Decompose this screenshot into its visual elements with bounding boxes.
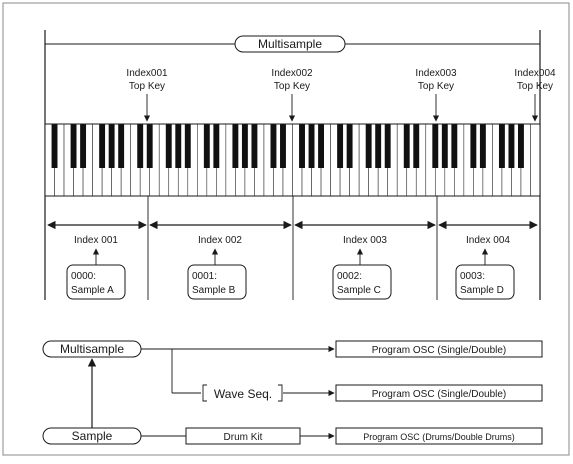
sample-box-c: 0002: Sample C [332,264,392,300]
black-key [241,124,248,168]
sample-box-b: 0001: Sample B [187,264,247,300]
black-key [203,124,210,168]
title-label: Multisample [258,37,322,51]
top-key-2-line1: Index002 [271,68,313,79]
wave-seq-bracket-left [202,384,207,402]
black-key [479,124,486,168]
black-key [80,124,87,168]
flow-program-osc-drums-label: Program OSC (Drums/Double Drums) [363,432,515,442]
flow-drum-kit-label: Drum Kit [224,432,263,443]
sample-b-id: 0001: [192,271,217,282]
flow-wave-seq-label: Wave Seq. [214,387,272,401]
sample-c-id: 0002: [337,271,362,282]
index-4-label: Index 004 [466,235,510,246]
black-key [451,124,458,168]
flow-program-osc-1-box [335,340,543,358]
black-key [213,124,220,168]
black-key [175,124,182,168]
top-key-1-line2: Top Key [129,81,165,92]
black-key [280,124,286,168]
sample-c-name: Sample C [337,285,381,296]
black-key [99,124,106,168]
index-2-label: Index 002 [198,235,242,246]
sample-d-name: Sample D [460,285,504,296]
flow-multisample-label: Multisample [60,342,124,356]
black-key [51,124,58,168]
top-key-4-line1: Index004 [514,68,556,79]
black-key [403,124,410,168]
black-key [165,124,172,168]
black-key [251,124,258,168]
black-key [337,124,344,168]
black-key [346,124,353,168]
index-1-label: Index 001 [74,235,118,246]
sample-d-id: 0003: [460,271,485,282]
keyboard [44,123,541,197]
flow-program-osc-2-label: Program OSC (Single/Double) [372,389,507,400]
top-key-2-line2: Top Key [274,81,310,92]
sample-b-name: Sample B [192,285,236,296]
black-key [384,124,391,168]
black-key [299,124,305,168]
title-box [234,35,346,53]
black-key [498,124,505,168]
black-key [470,124,477,168]
sample-box-d: 0003: Sample D [455,264,515,300]
black-key [146,124,153,168]
black-key [375,124,382,168]
black-key [308,124,315,168]
black-key [508,124,515,168]
black-key [270,124,277,168]
black-key [518,124,524,168]
black-key [318,124,325,168]
black-key [184,124,191,168]
keyboard-outline [44,123,541,197]
top-key-3-line2: Top Key [418,81,454,92]
top-key-labels: Index001 Top Key Index002 Top Key Index0… [126,68,556,92]
black-key [365,124,372,168]
black-key [118,124,125,168]
flow-program-osc-1-label: Program OSC (Single/Double) [372,345,507,356]
black-key [108,124,115,168]
sample-a-id: 0000: [71,271,96,282]
flow-sample-label: Sample [72,429,113,443]
outer-frame [2,2,570,456]
black-key [413,124,420,168]
black-key [137,124,144,168]
wave-seq-bracket-right [278,384,283,402]
flow-program-osc-drums-box [335,427,543,445]
top-key-1-line1: Index001 [126,68,168,79]
black-key [70,124,77,168]
index-3-label: Index 003 [343,235,387,246]
black-key [441,124,448,168]
flow-program-osc-2-box [335,384,543,402]
sample-box-a: 0000: Sample A [66,264,126,300]
sample-a-name: Sample A [71,285,114,296]
top-key-4-line2: Top Key [517,81,553,92]
white-key [530,123,541,197]
black-key [232,124,239,168]
black-key [432,124,439,168]
top-key-3-line1: Index003 [415,68,457,79]
